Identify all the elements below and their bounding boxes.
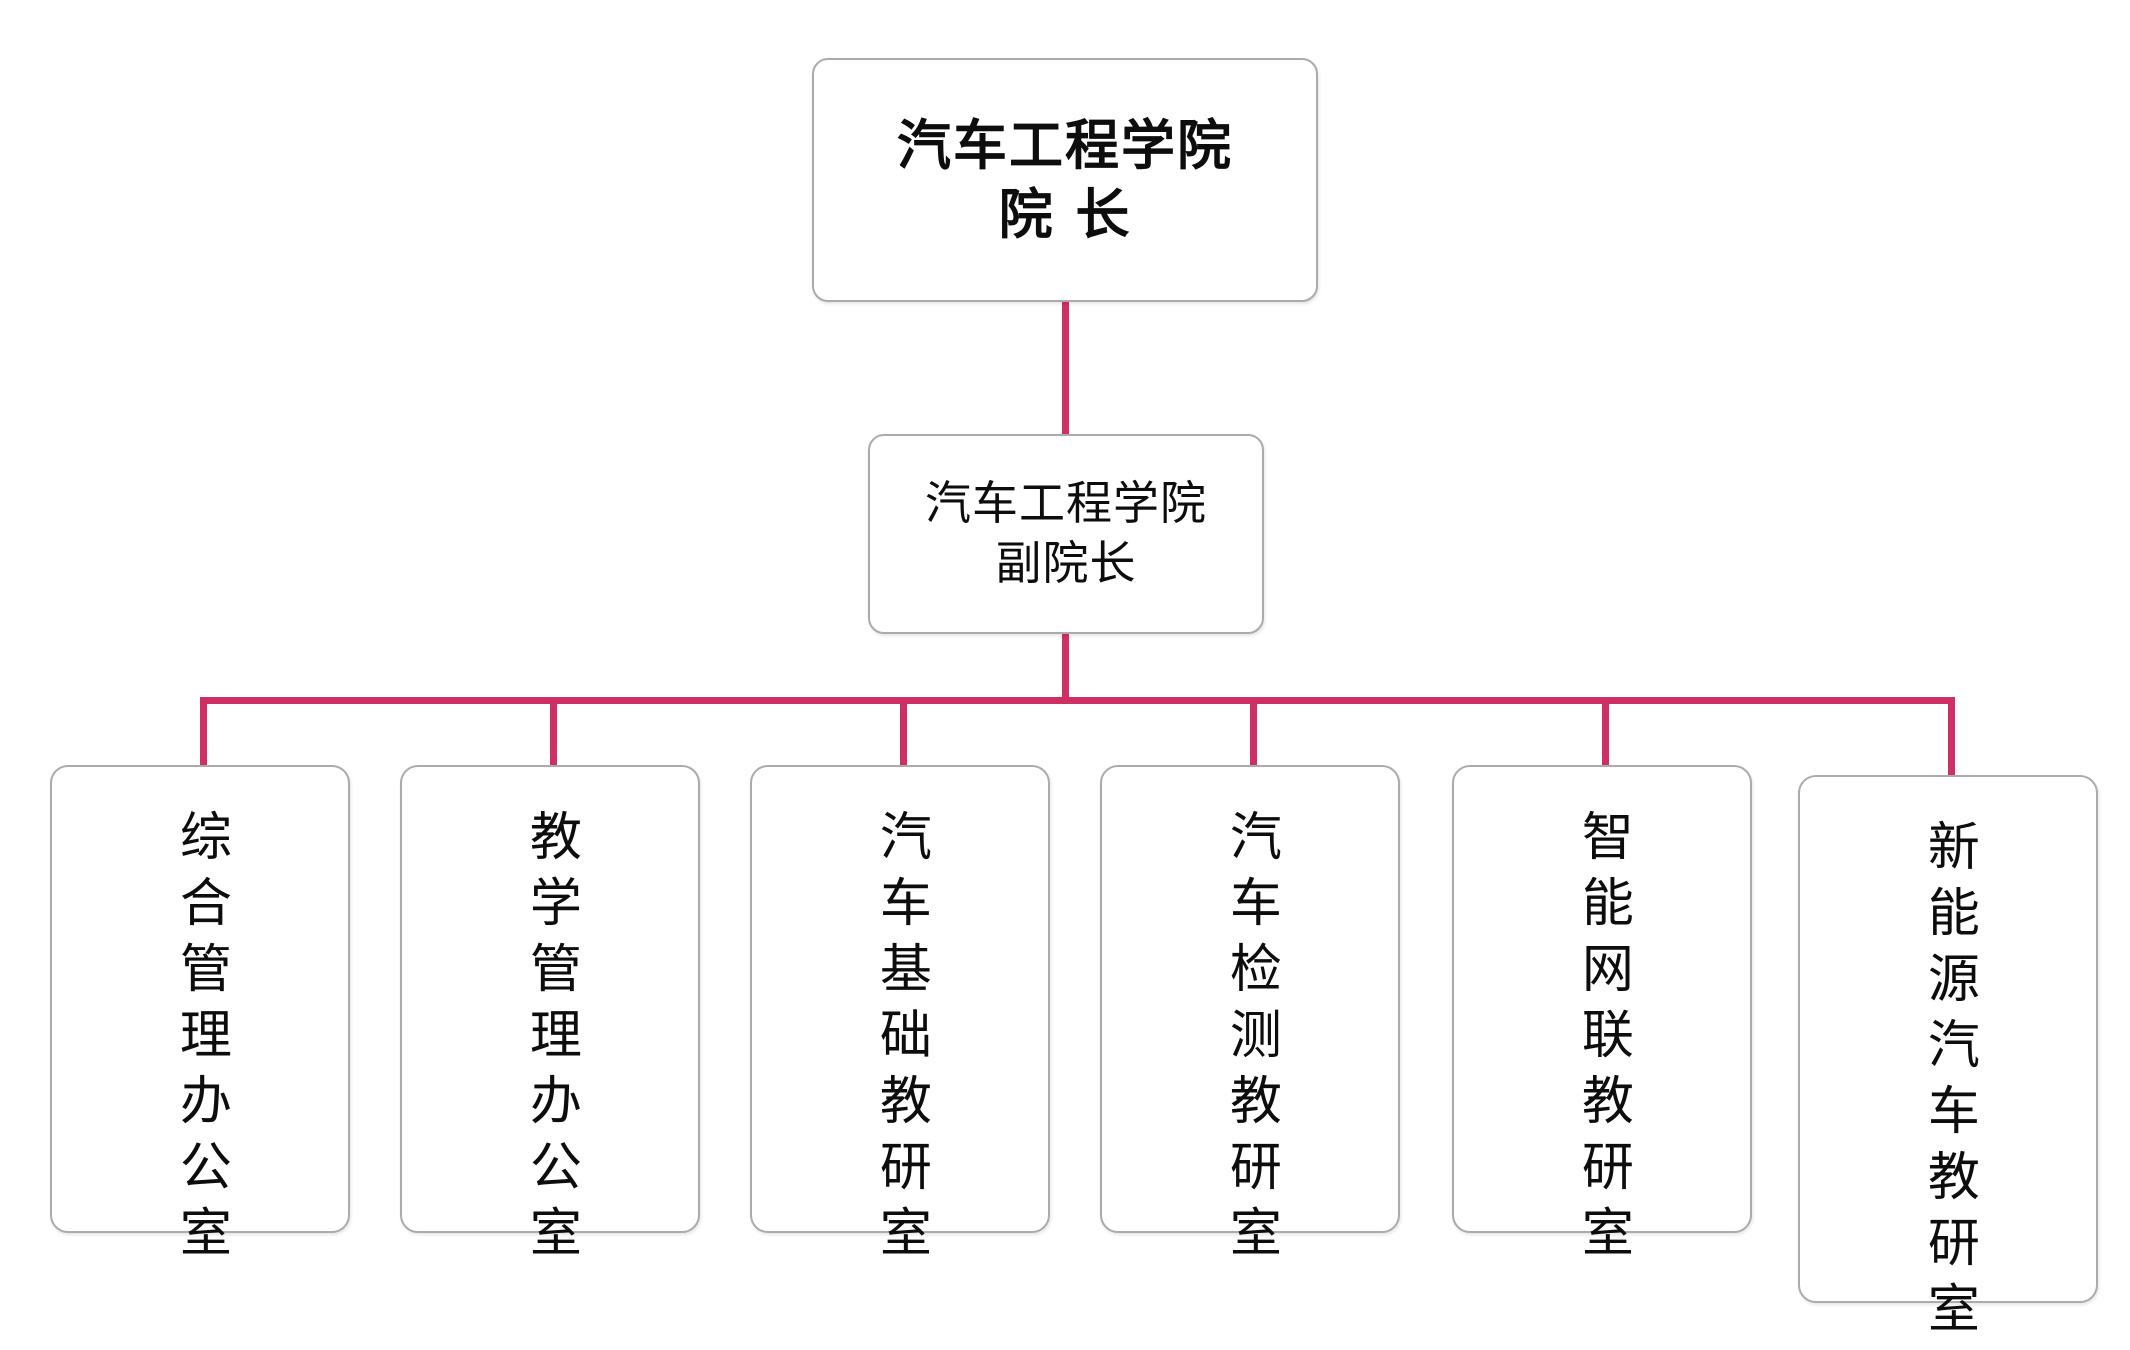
connector-horizontal-bus <box>200 697 1955 704</box>
node-dept-automotive-inspection[interactable]: 汽车检测教研室 <box>1100 765 1400 1271</box>
node-dept-label: 新能源汽车教研室 <box>1918 819 1979 1347</box>
node-vice-dean[interactable]: 汽车工程学院 副院长 <box>868 434 1264 634</box>
connector-drop-dept-6 <box>1948 697 1955 777</box>
node-dept-teaching-admin-office[interactable]: 教学管理办公室 <box>400 765 700 1271</box>
connector-dean-to-vicedean <box>1062 302 1069 436</box>
node-dept-label: 汽车基础教研室 <box>870 809 931 1271</box>
connector-drop-dept-4 <box>1250 697 1257 767</box>
connector-drop-dept-5 <box>1602 697 1609 767</box>
node-dean-label: 汽车工程学院 院 长 <box>897 113 1233 246</box>
node-dept-new-energy-vehicle[interactable]: 新能源汽车教研室 <box>1798 775 2098 1347</box>
node-dept-label: 综合管理办公室 <box>170 809 231 1271</box>
node-dean[interactable]: 汽车工程学院 院 长 <box>812 58 1318 302</box>
node-vice-dean-label: 汽车工程学院 副院长 <box>925 476 1207 590</box>
node-dept-comprehensive-admin-office[interactable]: 综合管理办公室 <box>50 765 350 1271</box>
node-dept-automotive-fundamentals[interactable]: 汽车基础教研室 <box>750 765 1050 1271</box>
connector-drop-dept-2 <box>550 697 557 767</box>
node-dept-label: 智能网联教研室 <box>1572 809 1633 1271</box>
node-dept-label: 教学管理办公室 <box>520 809 581 1271</box>
node-dept-intelligent-connected[interactable]: 智能网联教研室 <box>1452 765 1752 1271</box>
connector-drop-dept-3 <box>900 697 907 767</box>
connector-drop-dept-1 <box>200 697 207 767</box>
connector-vicedean-to-bus <box>1062 634 1069 704</box>
node-dept-label: 汽车检测教研室 <box>1220 809 1281 1271</box>
